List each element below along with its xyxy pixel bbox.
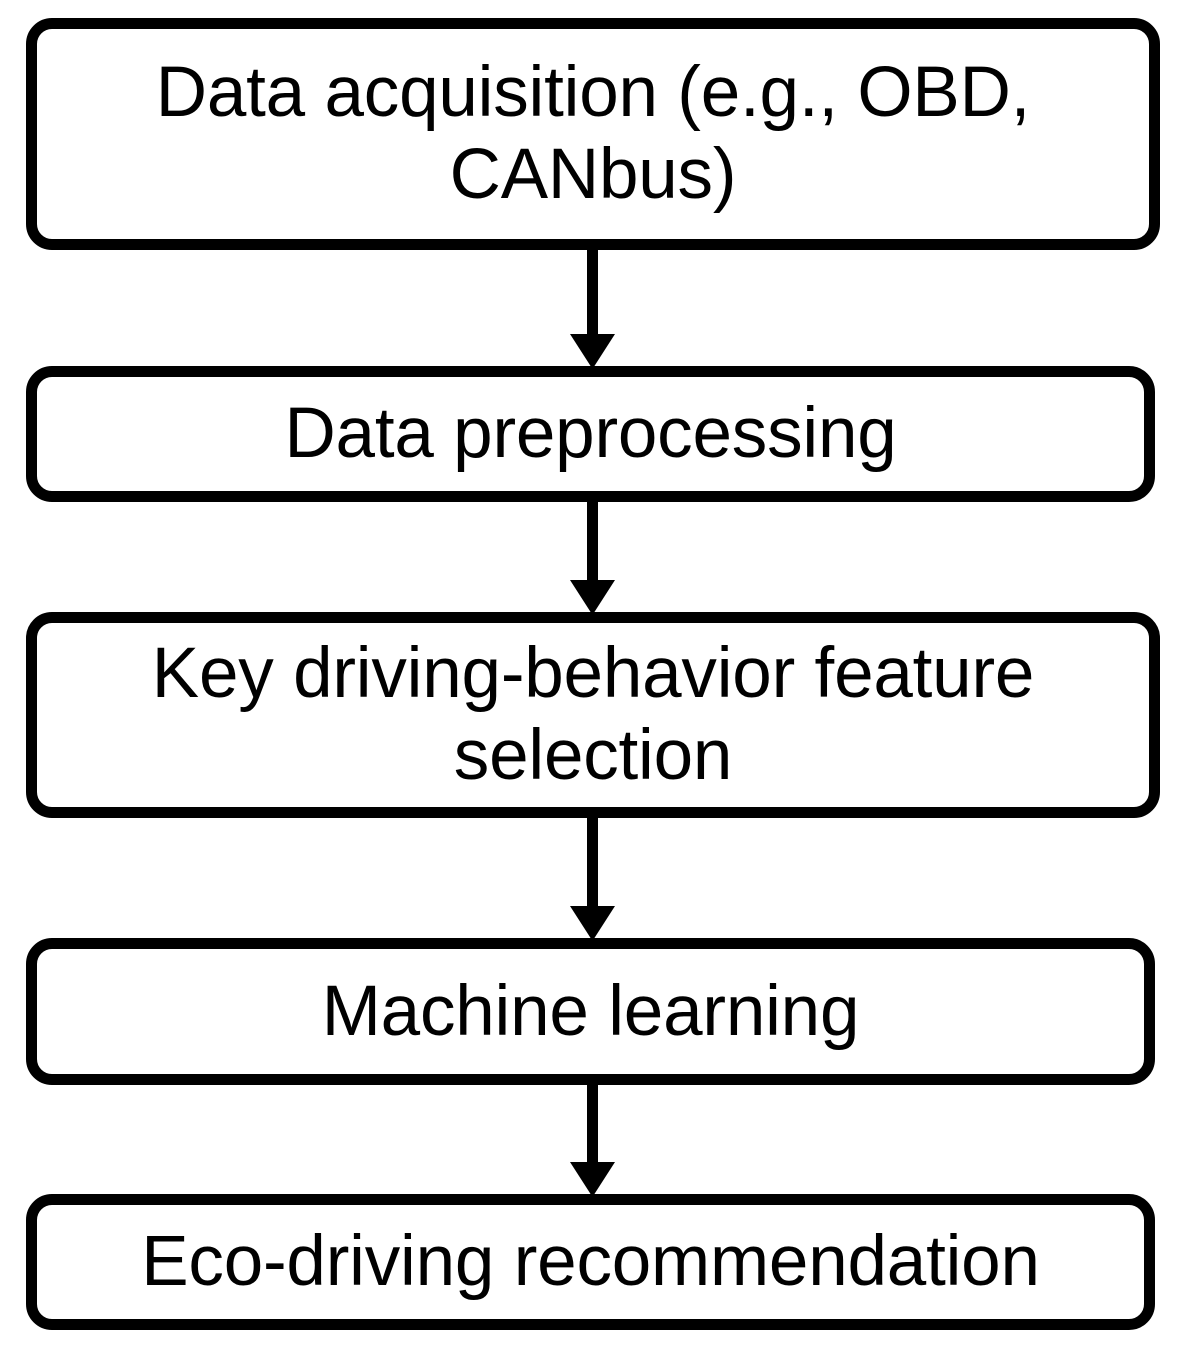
flow-node-label: Eco-driving recommendation [141,1222,1040,1302]
flow-node-label: Key driving-behavior feature selection [151,633,1035,795]
flow-arrow-data-preprocessing-to-feature-selection [0,500,1182,616]
flow-node-feature-selection[interactable]: Key driving-behavior feature selection [26,612,1160,818]
flow-node-label: Data preprocessing [284,394,897,474]
flow-node-data-acquisition[interactable]: Data acquisition (e.g., OBD, CANbus) [26,18,1160,250]
flow-node-machine-learning[interactable]: Machine learning [26,938,1155,1085]
flow-arrow-feature-selection-to-machine-learning [0,816,1182,942]
flow-node-label: Data acquisition (e.g., OBD, CANbus) [155,52,1031,214]
flow-arrow-data-acquisition-to-data-preprocessing [0,248,1182,370]
flow-arrow-machine-learning-to-eco-driving-recommendation [0,1083,1182,1198]
flow-node-data-preprocessing[interactable]: Data preprocessing [26,366,1155,502]
flow-node-label: Machine learning [321,971,860,1051]
flow-node-eco-driving-recommendation[interactable]: Eco-driving recommendation [26,1194,1155,1330]
